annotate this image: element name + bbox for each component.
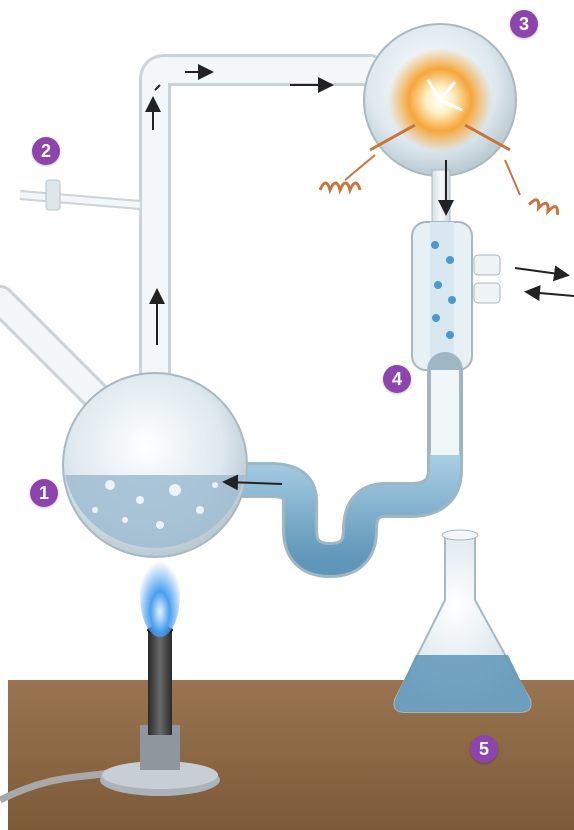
spark-chamber <box>364 24 516 176</box>
condenser <box>412 222 500 370</box>
collection-flask <box>394 530 530 712</box>
boiling-flask <box>63 373 247 557</box>
coil-electrode-icon <box>529 198 560 215</box>
arrow-icon <box>515 268 566 275</box>
marker-3: 3 <box>510 10 538 38</box>
coil-electrode-icon <box>320 183 360 190</box>
burner-flame <box>140 553 180 637</box>
arrow-icon <box>528 292 574 296</box>
marker-1: 1 <box>30 479 58 507</box>
marker-4: 4 <box>383 365 411 393</box>
vapor-tube <box>155 70 370 380</box>
marker-2: 2 <box>32 137 60 165</box>
marker-5: 5 <box>470 735 498 763</box>
